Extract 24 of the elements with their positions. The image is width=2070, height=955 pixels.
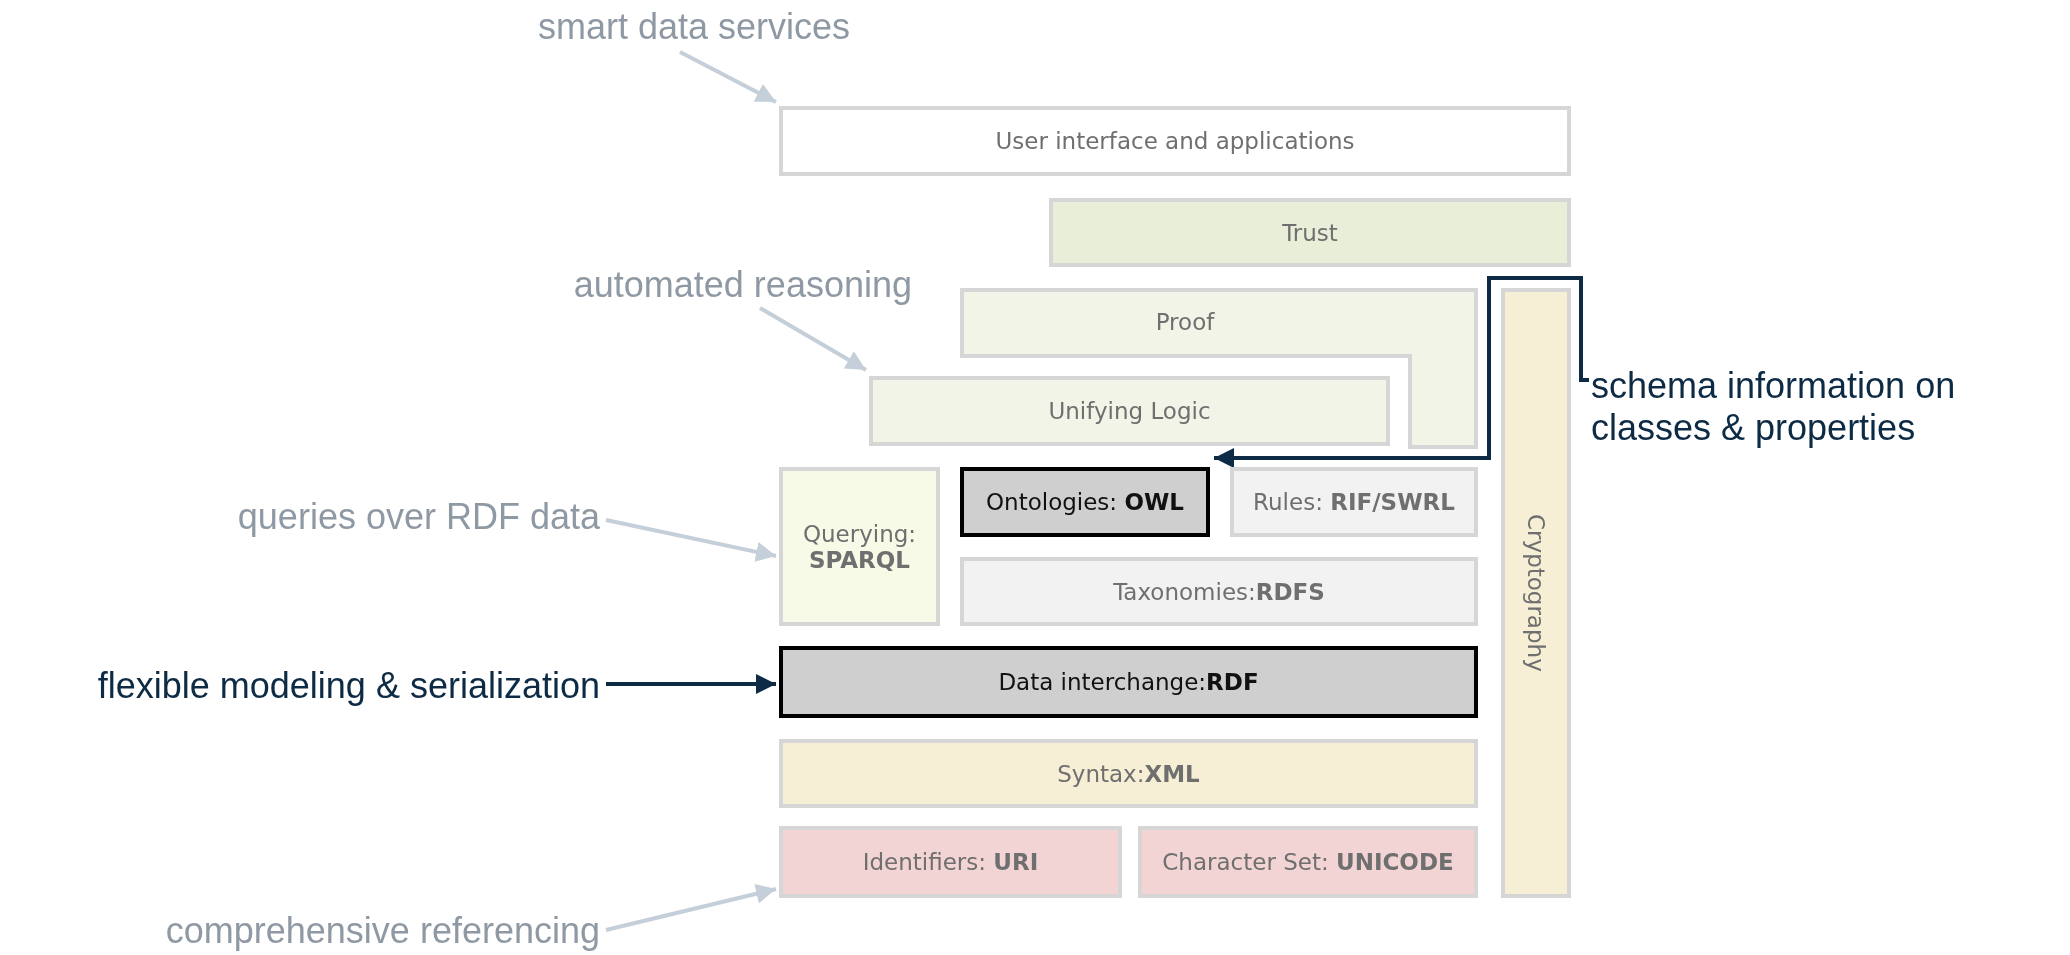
layer-box: Character Set: UNICODE (1138, 826, 1478, 898)
annotation-text: schema information on classes & properties (1591, 365, 2061, 449)
annotation-text: queries over RDF data (150, 496, 600, 538)
annotation-text: smart data services (430, 6, 850, 48)
arrow (1214, 276, 1589, 468)
arrow (605, 518, 777, 562)
annotation-text: comprehensive referencing (60, 910, 600, 952)
layer-box: Querying: SPARQL (779, 467, 940, 626)
layer-box: Trust (1049, 198, 1571, 267)
layer-box: Rules: RIF/SWRL (1230, 467, 1478, 537)
annotation-text: flexible modeling & serialization (0, 665, 600, 707)
layer-box: Ontologies: OWL (960, 467, 1210, 537)
annotation-text: automated reasoning (440, 264, 912, 306)
arrow (759, 306, 867, 372)
layer-box: Taxonomies:RDFS (960, 557, 1478, 626)
arrow (606, 674, 776, 694)
layer-box: Cryptography (1501, 288, 1571, 898)
arrow (605, 883, 777, 932)
layer-box: User interface and applications (779, 106, 1571, 176)
layer-box: Syntax:XML (779, 739, 1478, 808)
arrow (679, 50, 777, 104)
layer-box: Identifiers: URI (779, 826, 1122, 898)
layer-box: Unifying Logic (869, 376, 1390, 446)
layer-box: Data interchange:RDF (779, 646, 1478, 718)
